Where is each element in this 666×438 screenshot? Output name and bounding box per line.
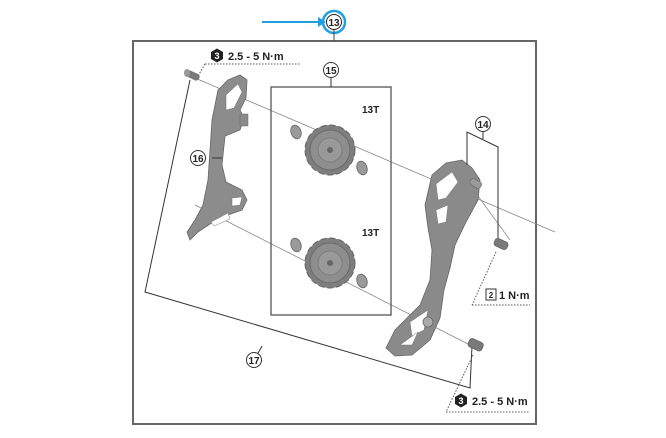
callout-13 — [326, 14, 342, 30]
torque-spec-top: 2.5 - 5 N·m — [228, 51, 284, 63]
callout-14-text: 14 — [477, 120, 489, 131]
outer-plate — [385, 159, 481, 357]
callout-17-text: 17 — [248, 356, 260, 367]
upper-pulley — [290, 124, 368, 176]
hex-key-size: 2 — [489, 291, 494, 300]
callout-15-text: 15 — [325, 66, 337, 77]
bolt-top-left — [184, 69, 200, 81]
callout-13-text: 13 — [328, 18, 340, 29]
callout-17-bracket — [144, 79, 473, 389]
hex-key-icon — [455, 393, 467, 408]
upper-pulley-teeth: 13T — [362, 105, 379, 116]
callout-16-text: 16 — [192, 154, 204, 165]
bolt-14 — [493, 238, 509, 250]
callout-15 — [323, 62, 339, 78]
callout-16 — [190, 150, 206, 166]
lower-pulley — [290, 237, 368, 289]
callout-14-bracket — [466, 131, 499, 240]
torque-spec-bottom: 2.5 - 5 N·m — [472, 396, 528, 408]
hex-key-icon — [485, 288, 497, 301]
hex-key-size: 3 — [214, 51, 219, 61]
bolt-bottom — [467, 338, 484, 352]
torque-spec-middle: 1 N·m — [499, 290, 530, 302]
hex-key-icon — [211, 48, 223, 63]
lower-pulley-teeth: 13T — [362, 228, 379, 239]
callout-17 — [246, 352, 262, 368]
callout-14 — [475, 116, 491, 132]
hex-key-size: 3 — [458, 396, 463, 406]
